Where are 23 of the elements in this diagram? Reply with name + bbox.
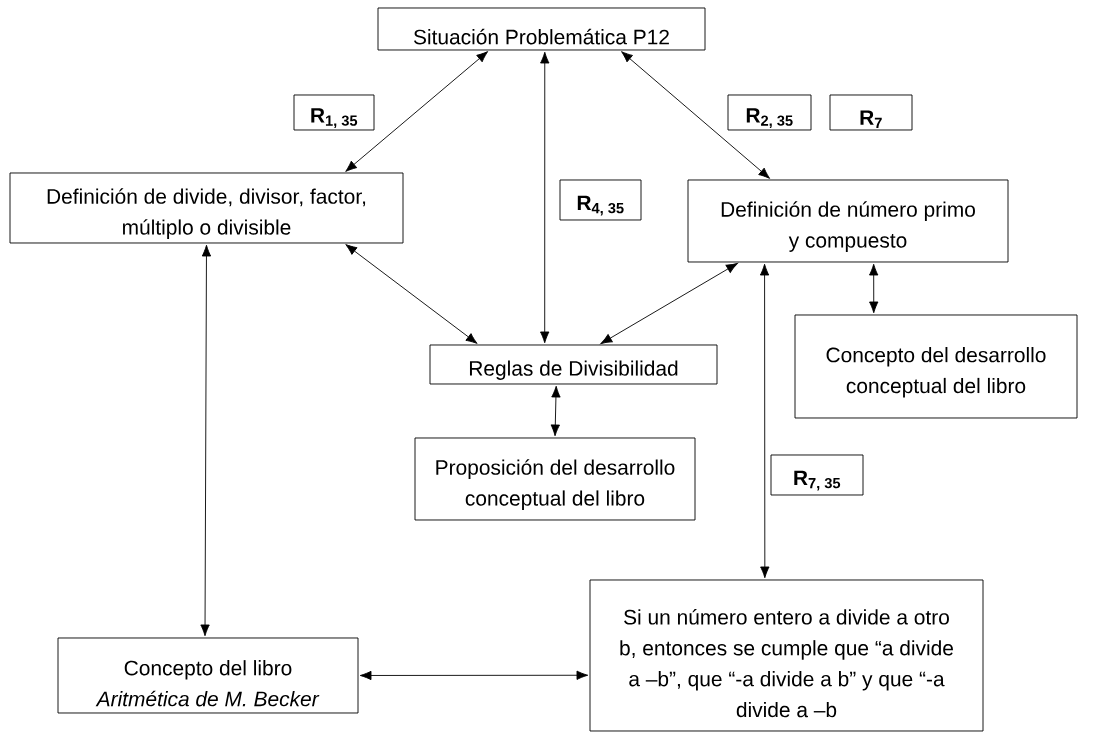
concept-box: Concepto del libro Aritmética de M. Becker xyxy=(57,637,359,714)
arrow xyxy=(359,670,589,681)
concept-box: Si un número entero a divide a otro b, entonces se cumple que “a divide a –b”, que “-a divide a b” y que “-a divide a –b xyxy=(589,579,984,732)
arrow xyxy=(550,385,561,437)
reference-box: R$_{1, 35}$ xyxy=(293,94,375,131)
arrow xyxy=(621,51,771,179)
arrow xyxy=(345,51,489,172)
concept-box: Definición de divide, divisor, factor, múltiplo o divisible xyxy=(9,172,404,244)
reference-box: R$_{4, 35}$ xyxy=(559,179,642,221)
concept-box: Reglas de Divisibilidad xyxy=(429,344,718,385)
arrow xyxy=(345,244,478,344)
concept-box: Definición de número primo y compuesto xyxy=(687,179,1009,263)
arrow xyxy=(200,244,212,637)
concept-box: Proposición del desarrollo conceptual del libro xyxy=(414,437,696,521)
reference-box: R$_{2, 35}$ xyxy=(727,94,812,131)
concept-box: Situación Problemática P12 xyxy=(377,7,706,51)
reference-box: R$_{7}$ xyxy=(829,94,913,131)
reference-box: R$_{7, 35}$ xyxy=(770,454,864,496)
arrow xyxy=(759,263,770,579)
arrow xyxy=(540,51,550,344)
arrow xyxy=(869,263,879,314)
concept-box: Concepto del desarrollo conceptual del libro xyxy=(794,314,1078,419)
arrow xyxy=(600,262,738,345)
